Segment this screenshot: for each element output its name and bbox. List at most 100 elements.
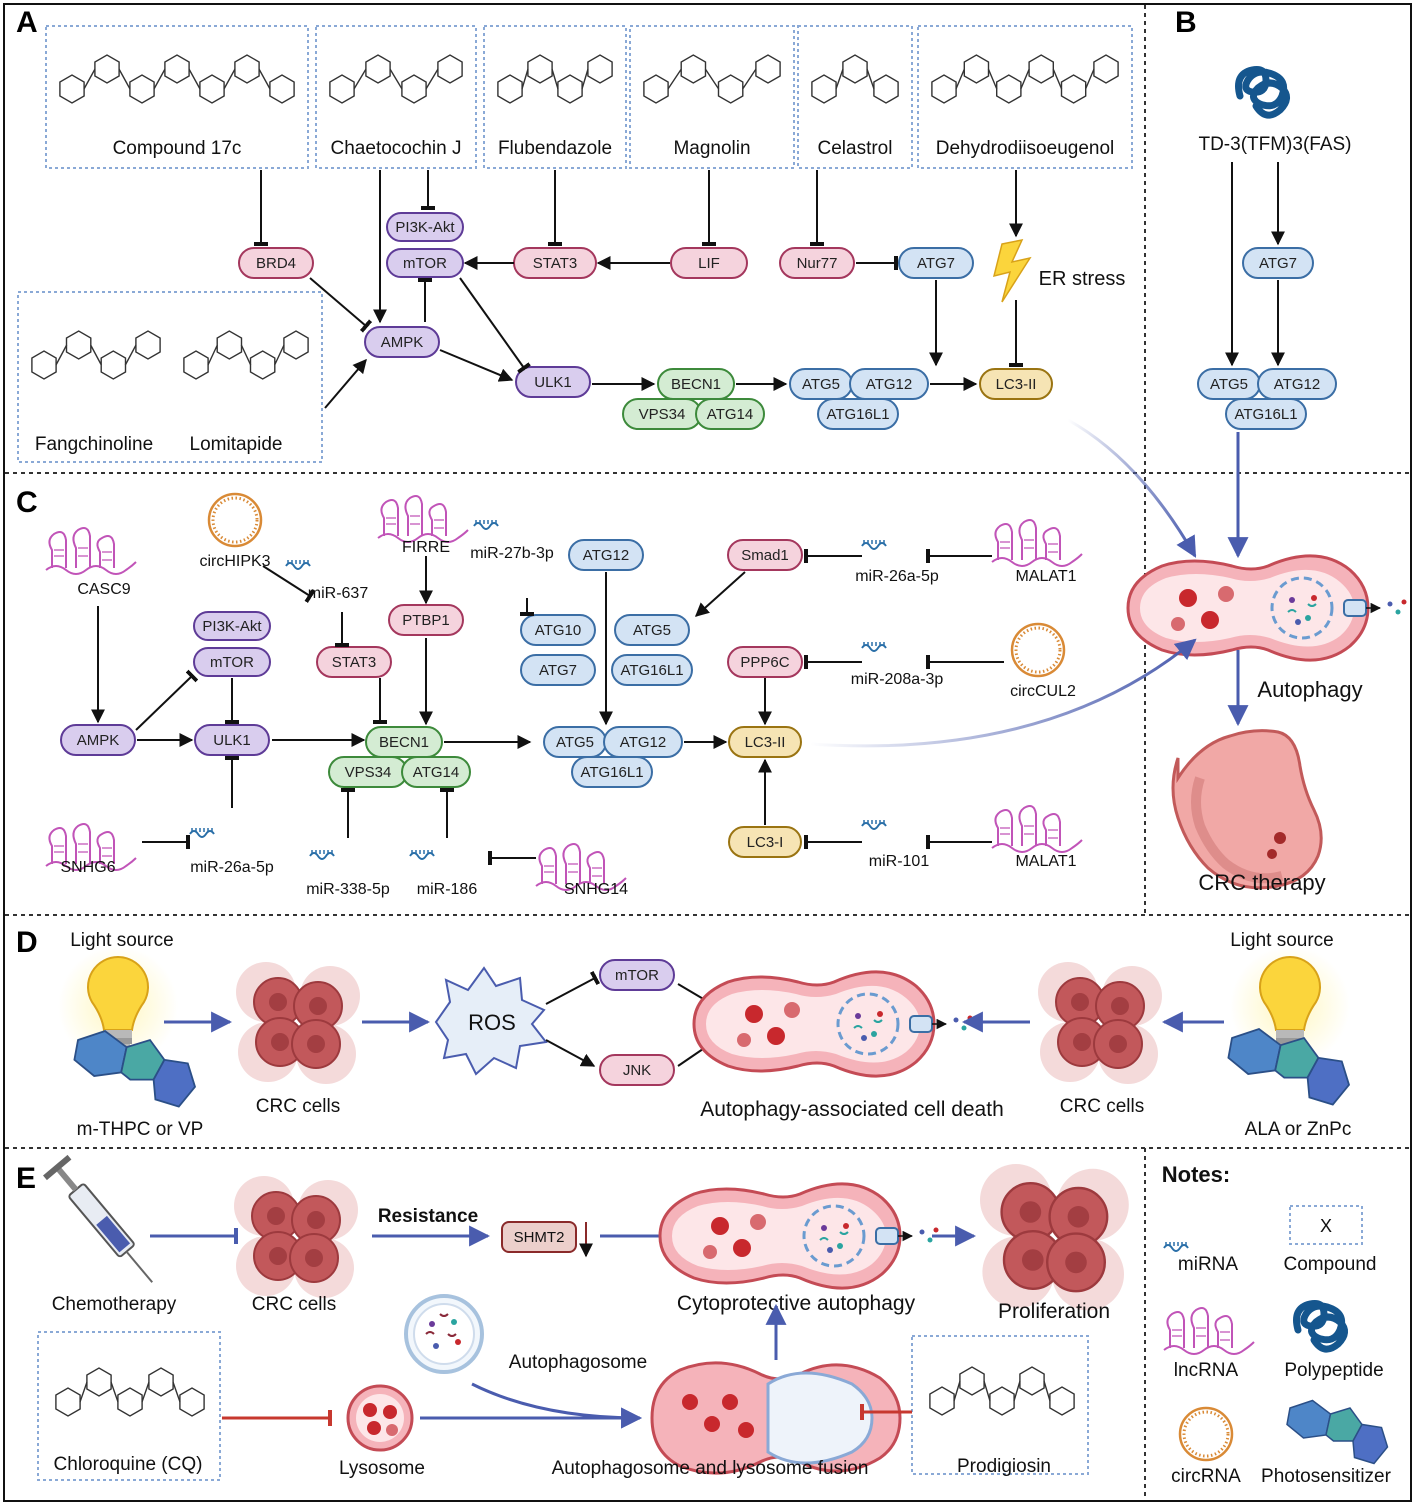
crc-cells-e-label: CRC cells (252, 1294, 336, 1315)
c-atg5-top-node-shape (614, 614, 690, 646)
vps34-text: VPS34 (639, 406, 686, 423)
b-atg7-node: ATG7 (1242, 247, 1314, 279)
er-stress-label: ER stress (1039, 268, 1126, 290)
fusion-enzyme-3 (738, 1422, 754, 1438)
c-stat3-node-shape (316, 646, 392, 678)
pi3k-akt-node: PI3K-Akt (386, 212, 464, 242)
c-mtor-node-shape (193, 647, 271, 677)
polypeptide-icon (1239, 69, 1287, 115)
crc-cells-left-icon (235, 961, 361, 1085)
notes-lncrna-label: lncRNA (1174, 1360, 1239, 1381)
arrow-edge (439, 349, 514, 382)
b-atg7-node-text: ATG7 (1259, 255, 1297, 272)
c-atg16l1-top-node-text: ATG16L1 (620, 662, 683, 679)
structure-compound-17c (59, 54, 295, 104)
c-smad1-node: Smad1 (727, 539, 803, 571)
d-jnk-node-text: JNK (623, 1062, 651, 1079)
prodigiosin-structure-box (911, 1335, 1089, 1475)
mirna-mir208a-icon (861, 641, 887, 652)
ampk-node: AMPK (364, 326, 440, 358)
crc-cells-right-icon (1037, 961, 1163, 1085)
becn1-node: BECN1 (657, 368, 735, 400)
c-pi3k-node: PI3K-Akt (193, 611, 271, 641)
d-jnk-node-shape (599, 1054, 675, 1086)
atg12-shape (849, 368, 929, 400)
autophagosome-label: Autophagosome (509, 1352, 647, 1373)
brd4-shape (238, 247, 314, 279)
b-atg12-node-text: ATG12 (1274, 376, 1320, 393)
autophagy-icon-b (1128, 556, 1407, 660)
b-atg16l1-node-text: ATG16L1 (1234, 406, 1297, 423)
c-ptbp1-node-text: PTBP1 (402, 612, 450, 629)
lncrna-casc9-icon (45, 527, 137, 575)
nur77-node: Nur77 (779, 247, 855, 279)
d-jnk-node: JNK (599, 1054, 675, 1086)
c-atg10-node-shape (520, 614, 596, 646)
d-mtor-node-text: mTOR (615, 967, 659, 984)
notes-photosensitizer-icon (1286, 1399, 1389, 1465)
brd4-node: BRD4 (238, 247, 314, 279)
notes-polypeptide-icon (1297, 1303, 1345, 1349)
b-atg5-node-text: ATG5 (1210, 376, 1248, 393)
c-lc3ii-node: LC3-II (728, 726, 802, 758)
light-source-left-label: Light source (70, 930, 174, 951)
atg14-shape (695, 398, 765, 430)
chemotherapy-label: Chemotherapy (52, 1294, 177, 1315)
c-atg10-node-text: ATG10 (535, 622, 581, 639)
syringe-icon (42, 1153, 167, 1293)
autophagy-label: Autophagy (1257, 677, 1362, 702)
c-atg7-node-shape (520, 654, 596, 686)
c-becn1-node-text: BECN1 (379, 734, 429, 751)
mirna-mir101-icon (861, 819, 887, 830)
c-atg10-node: ATG10 (520, 614, 596, 646)
panel-letter-c: C (16, 486, 38, 519)
structure-dehydrodiisoeugenol (931, 54, 1119, 104)
inhibit-edge (309, 277, 373, 333)
c-atg16l1-node-text: ATG16L1 (580, 764, 643, 781)
panel-letter-a: A (16, 6, 38, 39)
structure-chloroquine (55, 1367, 205, 1417)
pi3k-akt-shape (386, 212, 464, 242)
atg16l1-node: ATG16L1 (817, 398, 899, 430)
mtor-shape (386, 248, 464, 278)
lif-text: LIF (698, 255, 720, 272)
c-atg16l1-node-shape (571, 756, 653, 788)
structure-lomitapide (183, 330, 309, 380)
circrna-circhipk3-icon (207, 492, 263, 548)
d-mtor-node: mTOR (599, 959, 675, 991)
c-to-autophagy-arrow (809, 638, 1197, 748)
c-atg14-node: ATG14 (401, 756, 471, 788)
notes-compound-label: Compound (1284, 1254, 1377, 1275)
lncrna-malat1-bottom-icon (991, 805, 1083, 853)
snhg6-label: SNHG6 (60, 859, 115, 876)
c-atg12-node: ATG12 (603, 726, 683, 758)
c-vps34-node-text: VPS34 (345, 764, 392, 781)
resistance-label: Resistance (378, 1206, 478, 1227)
c-lc3i-node-text: LC3-I (747, 834, 784, 851)
becn1-shape (657, 368, 735, 400)
c-ampk-node-shape (60, 724, 136, 756)
atg5-node: ATG5 (789, 368, 853, 400)
compound-flubendazole: Flubendazole (498, 138, 612, 159)
c-atg12-node-text: ATG12 (620, 734, 666, 751)
c-lc3i-node-shape (728, 826, 802, 858)
compound-magnolin: Magnolin (673, 138, 750, 159)
crc-cells-left-label: CRC cells (256, 1096, 340, 1117)
ulk1-shape (515, 366, 591, 398)
c-stat3-node: STAT3 (316, 646, 392, 678)
structure-fangchinoline (31, 330, 161, 380)
autophagosome-to-fusion-arrow (471, 1382, 643, 1429)
mirna-mir26a-bottom-icon (189, 827, 215, 838)
compound-box-fangchinoline-lomitapide (17, 291, 323, 463)
atg7-text: ATG7 (917, 255, 955, 272)
notes-mirna-label: miRNA (1178, 1254, 1238, 1275)
atg16l1-shape (817, 398, 899, 430)
proliferation-cells-icon (978, 1162, 1131, 1312)
mirna-mir637-icon (285, 559, 311, 570)
structure-flubendazole (497, 54, 613, 104)
ampk-shape (364, 326, 440, 358)
fusion-enzyme-1 (704, 1416, 720, 1432)
ps-right-label: ALA or ZnPc (1245, 1119, 1352, 1140)
compound-lomitapide: Lomitapide (190, 434, 283, 455)
